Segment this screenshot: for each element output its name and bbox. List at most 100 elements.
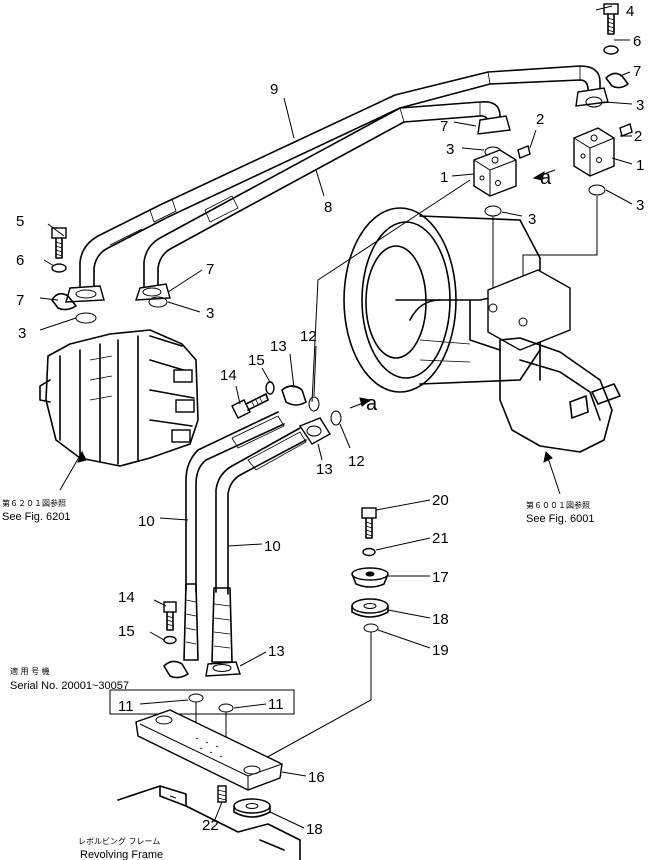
- flange-clamp-7-left: [51, 292, 77, 311]
- callout-4: 4: [626, 3, 634, 20]
- callout-22: 22: [202, 817, 219, 834]
- callout-10-right: 10: [264, 538, 281, 555]
- o-ring-3-left-a: [75, 312, 97, 324]
- washer-15-lower: [163, 635, 177, 645]
- bolt-14-lower: [163, 601, 177, 631]
- washer-6-left: [51, 263, 67, 273]
- bolt-5: [51, 227, 67, 259]
- a-arrow-head-mid: [359, 397, 372, 407]
- cushion-17: [351, 567, 389, 588]
- callout-5: 5: [16, 213, 24, 230]
- a-arrow-head-top: [532, 170, 545, 181]
- note-frame-jp: レボルビング フレーム: [78, 836, 160, 846]
- callout-13-lower: 13: [268, 643, 285, 660]
- callout-11-left: 11: [118, 698, 134, 715]
- washer-21: [362, 547, 376, 557]
- split-flange-13-upper-b: [298, 417, 331, 445]
- leader-arrow-fig-6201: [77, 450, 87, 463]
- connection-marker-a-top: a: [540, 167, 552, 189]
- block-1-right: [573, 127, 615, 177]
- plug-2-left: [517, 145, 531, 159]
- callout-11-right: 11: [268, 696, 284, 713]
- note-serial-en: Serial No. 20001~30057: [10, 680, 129, 692]
- callout-6-left: 6: [16, 252, 24, 269]
- note-fig-6001-en: See Fig. 6001: [526, 513, 595, 525]
- callout-9: 9: [270, 81, 278, 98]
- guide-line-mount: [261, 632, 372, 761]
- split-flange-7-left-a: [65, 285, 105, 303]
- washer-15-upper: [265, 381, 275, 395]
- connection-marker-a-mid: a: [366, 393, 378, 415]
- callout-1-right: 1: [636, 157, 644, 174]
- washer-6-top: [603, 45, 619, 55]
- cushion-18-lower: [233, 798, 271, 818]
- block-1-left: [473, 149, 517, 197]
- callout-14-upper: 14: [220, 367, 237, 384]
- o-ring-3-left-b: [148, 296, 168, 308]
- plug-2-right: [619, 123, 633, 137]
- o-ring-3-lower: [484, 205, 502, 217]
- callout-18-upper: 18: [432, 611, 449, 628]
- callout-12-lower: 12: [348, 453, 365, 470]
- callout-20: 20: [432, 492, 449, 509]
- callout-15-upper: 15: [248, 352, 265, 369]
- callout-8: 8: [324, 199, 332, 216]
- callout-19: 19: [432, 642, 449, 659]
- note-fig-6001-jp: 第６００１図参照: [526, 500, 590, 510]
- callout-14-lower: 14: [118, 589, 135, 606]
- callout-2-right: 2: [634, 128, 642, 145]
- callout-7-top: 7: [633, 63, 641, 80]
- grommet-11-b: [218, 703, 234, 713]
- grommet-11-a: [188, 693, 204, 703]
- note-fig-6201-en: See Fig. 6201: [2, 511, 71, 523]
- collar-19: [363, 623, 379, 633]
- callout-13-mid: 13: [316, 461, 333, 478]
- callout-18-lower: 18: [306, 821, 323, 838]
- callout-12-upper: 12: [300, 328, 317, 345]
- o-ring-3-top-right: [585, 96, 603, 108]
- leader-arrow-fig-6001: [543, 450, 553, 463]
- bolt-4: [603, 3, 619, 35]
- control-valve: [39, 329, 199, 467]
- note-frame-en: Revolving Frame: [80, 849, 163, 860]
- leader-lines: [39, 5, 633, 829]
- callout-3-right: 3: [636, 197, 644, 214]
- o-ring-12-lower: [330, 410, 342, 426]
- cushion-18-upper: [351, 598, 389, 618]
- main-pump-assembly: [343, 207, 621, 453]
- hose-10-left: [183, 411, 285, 661]
- leader-fig-6201: [59, 451, 83, 491]
- serial-range-frame: [109, 689, 295, 715]
- o-ring-3-right: [588, 184, 606, 196]
- split-flange-13-lower-clamp: [163, 660, 189, 679]
- callout-7-left-b: 7: [206, 261, 214, 278]
- callout-21: 21: [432, 530, 449, 547]
- hose-10-right: [211, 427, 307, 663]
- callout-17: 17: [432, 569, 449, 586]
- callout-16: 16: [308, 769, 325, 786]
- callout-6-top: 6: [633, 33, 641, 50]
- guide-line-o-ring-12: [311, 179, 471, 403]
- callout-3-left-b: 3: [206, 305, 214, 322]
- callout-3-mid: 3: [446, 141, 454, 158]
- note-serial-jp: 適 用 号 機: [10, 666, 50, 676]
- support-plate-16: [135, 709, 283, 791]
- flange-clamp-7-top: [605, 72, 629, 89]
- callout-10-left: 10: [138, 513, 155, 530]
- note-fig-6201-jp: 第６２０１図参照: [2, 498, 66, 508]
- stud-22: [217, 785, 227, 803]
- callout-15-lower: 15: [118, 623, 135, 640]
- split-flange-13-lower: [205, 661, 241, 677]
- split-flange-7-right-a: [477, 115, 511, 135]
- bolt-14-upper: [231, 393, 269, 419]
- callout-2-mid: 2: [536, 111, 544, 128]
- callout-3-lower: 3: [528, 211, 536, 228]
- callout-3-top-right: 3: [636, 97, 644, 114]
- revolving-frame: [117, 785, 301, 860]
- callout-7-left: 7: [16, 292, 24, 309]
- split-flange-7-left-b: [135, 283, 171, 301]
- callout-1-mid: 1: [440, 169, 448, 186]
- hose-9: [79, 65, 601, 293]
- bolt-20: [361, 507, 377, 539]
- o-ring-12-upper: [308, 396, 320, 412]
